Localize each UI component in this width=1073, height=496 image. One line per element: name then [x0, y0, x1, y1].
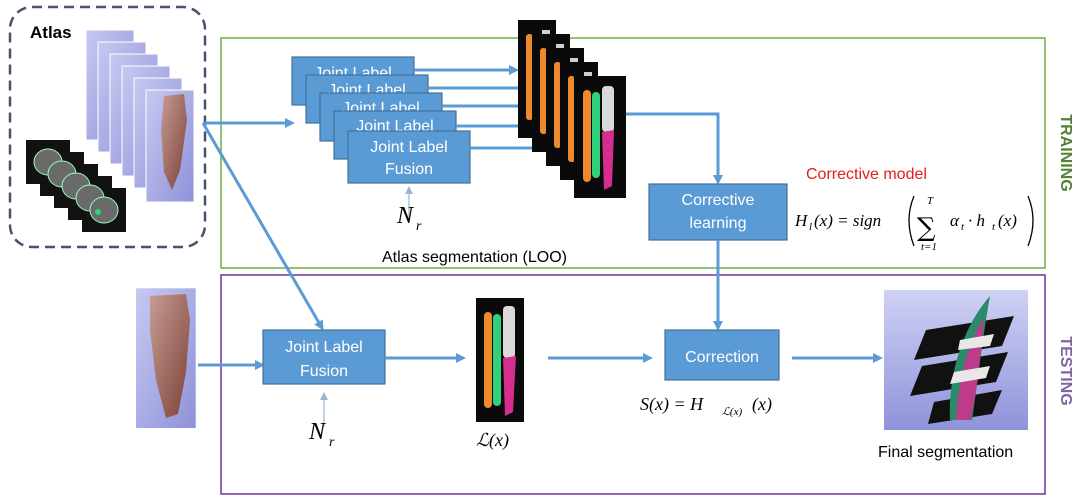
svg-text:(x): (x) [752, 394, 772, 415]
svg-text:Fusion: Fusion [385, 161, 433, 178]
svg-text:(x): (x) [998, 211, 1017, 230]
correction-box [664, 329, 780, 381]
svg-text:S(x) = H: S(x) = H [640, 394, 704, 415]
atlas-axial-slices [26, 140, 126, 232]
label-map-image [476, 298, 524, 422]
svg-text:Correction: Correction [685, 349, 759, 366]
testing-label: TESTING [1057, 336, 1073, 405]
svg-text:H: H [794, 211, 809, 230]
arrow-atlas-to-test-jlf [201, 122, 324, 331]
segmentation-stack [518, 20, 626, 198]
arrow-seg-to-corrective [626, 112, 723, 185]
test-volume-image [136, 287, 197, 428]
svg-text:Fusion: Fusion [300, 363, 348, 380]
atlas-segmentation-caption: Atlas segmentation (LOO) [382, 249, 567, 266]
svg-text:∑: ∑ [917, 213, 936, 243]
final-segmentation-caption: Final segmentation [878, 444, 1013, 461]
corrective-model-title: Corrective model [806, 166, 927, 183]
svg-text:Joint Label: Joint Label [285, 339, 362, 356]
svg-text:r: r [416, 219, 422, 234]
jlf-stack: Joint Label Joint Label Joint Label Join… [291, 56, 471, 184]
atlas-volume-stack [85, 29, 195, 203]
output-formula: S(x) = H ℒ(x) (x) [640, 394, 772, 418]
svg-text:T: T [927, 195, 934, 207]
svg-text:α: α [950, 211, 960, 230]
svg-text:l: l [809, 221, 812, 233]
svg-text:Corrective: Corrective [682, 192, 755, 209]
svg-text:t: t [992, 221, 996, 233]
svg-text:ℒ(x): ℒ(x) [722, 406, 742, 418]
svg-text:t=1: t=1 [921, 241, 937, 253]
corrective-model-formula: H l (x) = sign T ∑ t=1 α t · h t (x) [794, 195, 1034, 253]
atlas-label: Atlas [30, 23, 72, 42]
svg-text:r: r [329, 435, 335, 450]
neighborhood-symbol-train: N [396, 203, 415, 229]
testing-frame [220, 274, 1046, 495]
jlf-front-box [347, 130, 471, 184]
svg-text:t: t [961, 221, 965, 233]
final-segmentation-image [884, 290, 1028, 430]
neighborhood-symbol-test: N [308, 419, 327, 445]
training-label: TRAINING [1057, 114, 1073, 191]
svg-text:(x) = sign: (x) = sign [814, 211, 881, 230]
svg-text:· h: · h [968, 211, 985, 230]
svg-text:Joint Label: Joint Label [370, 139, 447, 156]
muscle-volume-icon [161, 94, 187, 190]
corrective-learning-box [648, 183, 788, 241]
label-map-symbol: ℒ(x) [476, 430, 509, 451]
svg-text:learning: learning [690, 215, 747, 232]
